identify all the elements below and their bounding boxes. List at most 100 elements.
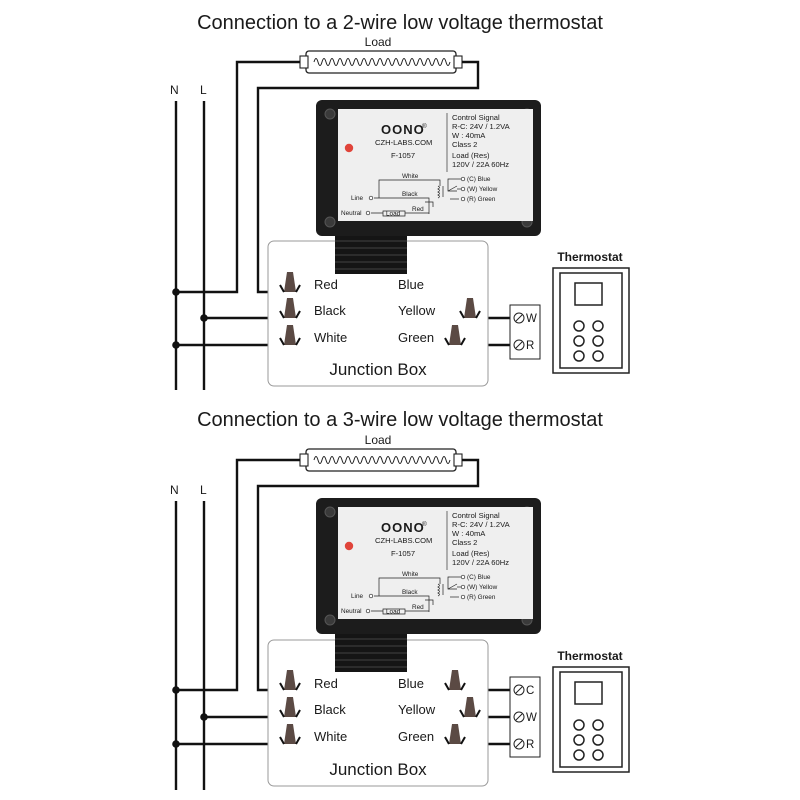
wire-nut-icon: [279, 697, 301, 718]
load-heater-icon: [299, 50, 463, 74]
wire-nut-icon: [459, 697, 481, 718]
relay-brand: OONO: [381, 122, 425, 137]
thermostat-terminal-block: C W R: [509, 676, 541, 758]
spec-line: W : 40mA: [452, 529, 486, 538]
relay-website: CZH-LABS.COM: [375, 536, 432, 545]
schematic-term-c: (C) Blue: [467, 574, 491, 581]
spec-line: R-C: 24V / 1.2VA: [452, 520, 511, 529]
spec-line: Class 2: [452, 538, 477, 547]
load-label: Load: [365, 35, 392, 49]
junction-dot: [172, 686, 180, 694]
schematic-load: Load: [386, 609, 401, 616]
schematic-term-r: (R) Green: [467, 196, 496, 203]
wire-nut-icon: [444, 724, 466, 745]
wire-label-white: White: [314, 330, 347, 345]
thermostat-label: Thermostat: [557, 250, 622, 264]
load-label: Load: [365, 433, 392, 447]
relay-model: F-1057: [391, 549, 415, 558]
schematic-line: Line: [351, 195, 364, 202]
wire-label-black: Black: [314, 702, 346, 717]
wire-nut-icon: [444, 325, 466, 346]
relay-schematic: White Black Red Line Neutral Load (C) Bl…: [341, 571, 498, 616]
wire-label-red: Red: [314, 277, 338, 292]
status-led: [344, 541, 354, 551]
schematic-term-c: (C) Blue: [467, 176, 491, 183]
wire-nut-icon: [444, 670, 466, 691]
thermostat-terminal-block: W R: [509, 304, 541, 360]
wire-label-blue: Blue: [398, 277, 424, 292]
schematic-line: Line: [351, 593, 364, 600]
relay-website: CZH-LABS.COM: [375, 138, 432, 147]
neutral-label: N: [170, 83, 179, 97]
registered-mark: ®: [422, 520, 427, 528]
line-label: L: [200, 483, 207, 497]
junction-dot: [200, 314, 208, 322]
conduit-nipple: [335, 234, 407, 274]
wire-label-yellow: Yellow: [398, 702, 436, 717]
thermostat-icon: [552, 666, 630, 773]
status-led: [344, 143, 354, 153]
junction-box-label: Junction Box: [329, 360, 427, 379]
wire-nut-icon: [279, 272, 301, 293]
junction-dot: [172, 288, 180, 296]
schematic-term-w: (W) Yellow: [467, 186, 498, 193]
schematic-red: Red: [412, 206, 424, 213]
diagram-3-wire: Connection to a 3-wire low voltage therm…: [170, 409, 630, 790]
wire-label-black: Black: [314, 303, 346, 318]
junction-dot: [172, 740, 180, 748]
wire-label-white: White: [314, 729, 347, 744]
relay-model: F-1057: [391, 151, 415, 160]
wire-label-yellow: Yellow: [398, 303, 436, 318]
thermostat-icon: [552, 267, 630, 374]
wire-nut-icon: [279, 670, 301, 691]
schematic-neutral: Neutral: [341, 608, 362, 615]
relay-brand: OONO: [381, 520, 425, 535]
junction-box-label: Junction Box: [329, 760, 427, 779]
schematic-term-r: (R) Green: [467, 594, 496, 601]
spec-line: Load (Res): [452, 151, 490, 160]
terminal-label-w: W: [526, 712, 537, 724]
wire-nut-icon: [279, 298, 301, 319]
diagram-title: Connection to a 2-wire low voltage therm…: [197, 12, 603, 34]
line-label: L: [200, 83, 207, 97]
wire-nut-icon: [459, 298, 481, 319]
wire-label-red: Red: [314, 676, 338, 691]
spec-line: 120V / 22A 60Hz: [452, 558, 509, 567]
thermostat-label: Thermostat: [557, 649, 622, 663]
relay-module: OONO ® CZH-LABS.COM F-1057 Control Signa…: [316, 498, 541, 634]
spec-line: R-C: 24V / 1.2VA: [452, 122, 511, 131]
schematic-neutral: Neutral: [341, 210, 362, 217]
conduit-nipple: [335, 632, 407, 672]
schematic-term-w: (W) Yellow: [467, 584, 498, 591]
terminal-label-r: R: [526, 340, 534, 352]
diagram-2-wire: Connection to a 2-wire low voltage therm…: [170, 12, 630, 390]
schematic-black: Black: [402, 589, 418, 596]
spec-line: Control Signal: [452, 511, 500, 520]
wire-label-blue: Blue: [398, 676, 424, 691]
terminal-label-w: W: [526, 313, 537, 325]
schematic-red: Red: [412, 604, 424, 611]
junction-dot: [200, 713, 208, 721]
spec-line: W : 40mA: [452, 131, 486, 140]
load-heater-icon: [299, 448, 463, 472]
spec-line: Control Signal: [452, 113, 500, 122]
junction-dot: [172, 341, 180, 349]
spec-line: Load (Res): [452, 549, 490, 558]
wire-nut-icon: [279, 325, 301, 346]
registered-mark: ®: [422, 122, 427, 130]
neutral-label: N: [170, 483, 179, 497]
terminal-label-c: C: [526, 685, 534, 697]
schematic-load: Load: [386, 211, 401, 218]
wire-label-green: Green: [398, 330, 434, 345]
wire-label-green: Green: [398, 729, 434, 744]
schematic-white: White: [402, 173, 419, 180]
schematic-black: Black: [402, 191, 418, 198]
schematic-white: White: [402, 571, 419, 578]
wire-nut-icon: [279, 724, 301, 745]
relay-schematic: White Black Red Line Neutral Load (C) Bl…: [341, 173, 498, 218]
terminal-label-r: R: [526, 739, 534, 751]
spec-line: Class 2: [452, 140, 477, 149]
relay-module: OONO ® CZH-LABS.COM F-1057 Control Signa…: [316, 100, 541, 236]
spec-line: 120V / 22A 60Hz: [452, 160, 509, 169]
